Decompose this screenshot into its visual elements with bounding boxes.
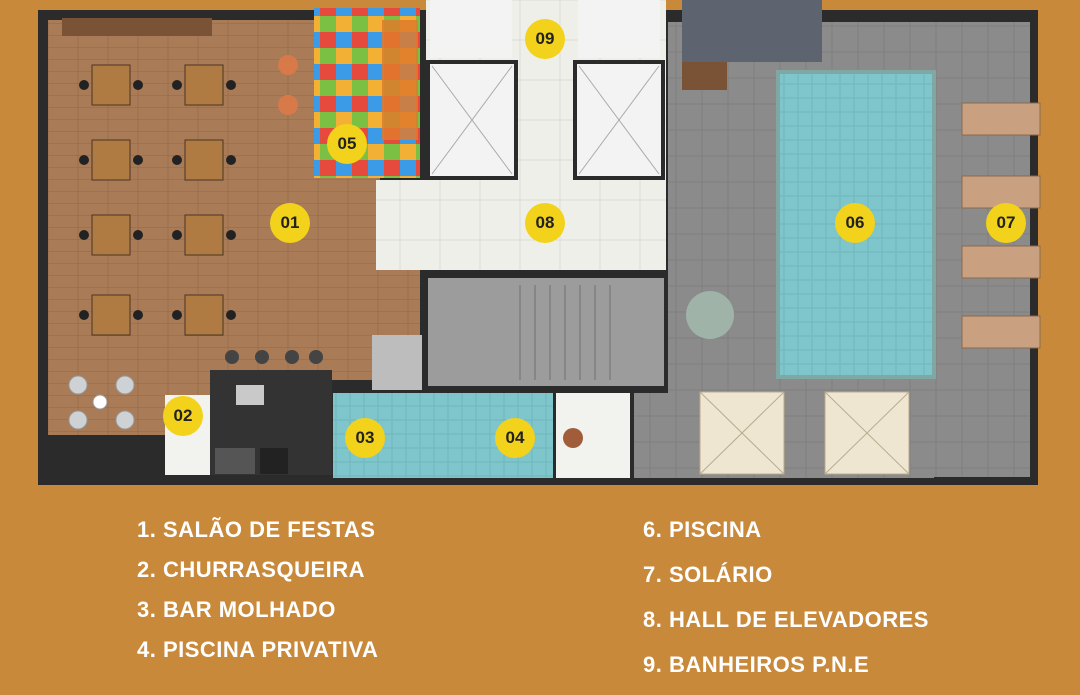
- sun-loungers: [961, 102, 1041, 349]
- parasols: [699, 391, 910, 475]
- lounge-chairs: [68, 375, 135, 430]
- legend-item-9: 9. BANHEIROS P.N.E: [643, 652, 870, 677]
- badge-03: 03: [345, 418, 385, 458]
- round-chair: [686, 291, 734, 339]
- badge-09: 09: [525, 19, 565, 59]
- badge-02: 02: [163, 396, 203, 436]
- playroom: [314, 8, 420, 178]
- dining-tables: [91, 64, 224, 336]
- floor-plan: [38, 0, 1041, 485]
- legend-item-6: 6. PISCINA: [643, 517, 762, 542]
- badge-05: 05: [327, 124, 367, 164]
- legend-left: 1. SALÃO DE FESTAS 2. CHURRASQUEIRA 3. B…: [137, 515, 378, 675]
- chairs: [79, 80, 236, 320]
- badge-06: 06: [835, 203, 875, 243]
- armchairs: [278, 55, 298, 115]
- legend-right: 6. PISCINA 7. SOLÁRIO 8. HALL DE ELEVADO…: [643, 515, 929, 695]
- legend-item-3: 3. BAR MOLHADO: [137, 597, 336, 622]
- party-room: [48, 18, 420, 435]
- technical-room: [556, 393, 630, 478]
- badge-04: 04: [495, 418, 535, 458]
- badge-08: 08: [525, 203, 565, 243]
- legend-item-1: 1. SALÃO DE FESTAS: [137, 517, 376, 542]
- legend-item-8: 8. HALL DE ELEVADORES: [643, 607, 929, 632]
- legend-item-7: 7. SOLÁRIO: [643, 562, 773, 587]
- legend-item-2: 2. CHURRASQUEIRA: [137, 557, 366, 582]
- stairwell: [372, 274, 668, 390]
- badge-01: 01: [270, 203, 310, 243]
- legend-item-4: 4. PISCINA PRIVATIVA: [137, 637, 379, 662]
- elevator-hall: [376, 0, 666, 270]
- badge-07: 07: [986, 203, 1026, 243]
